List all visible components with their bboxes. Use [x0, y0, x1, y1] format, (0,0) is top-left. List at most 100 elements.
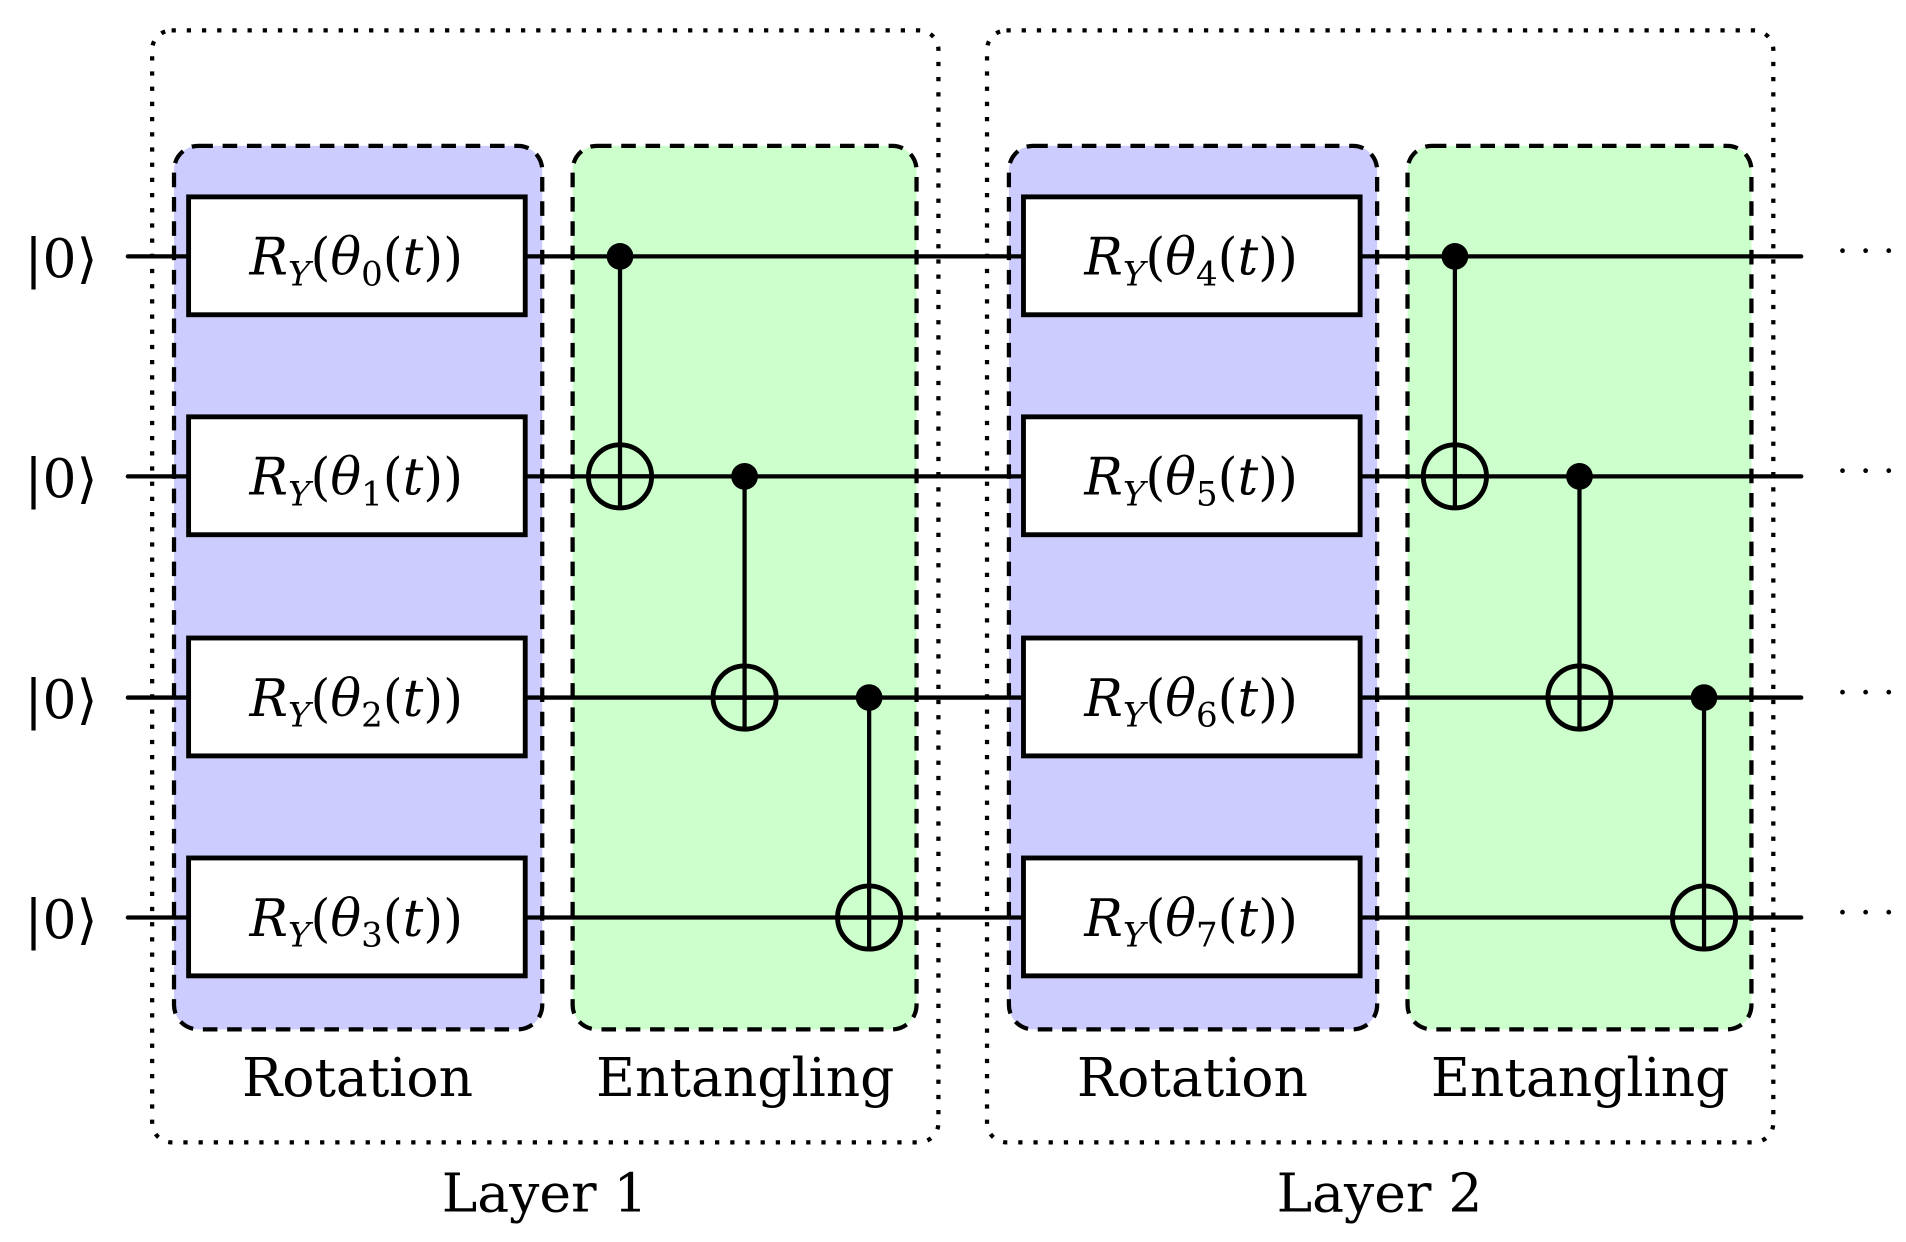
gate-paren: (: [383, 229, 403, 288]
gate-sub: Y: [1123, 916, 1149, 956]
control-dot: [1690, 684, 1718, 711]
cnot-gate: [1545, 463, 1614, 732]
gate-param: θ: [1165, 229, 1196, 288]
ry-gate: RY(θ0(t)): [186, 194, 528, 318]
ry-gate: RY(θ3(t)): [186, 855, 528, 979]
ry-gate: RY(θ5(t)): [1021, 414, 1363, 538]
gate-paren: (: [1218, 670, 1238, 729]
ry-gate: RY(θ6(t)): [1021, 635, 1363, 759]
gate-paren: (: [310, 890, 330, 949]
gate-arg: t: [1238, 229, 1259, 288]
gate-arg: t: [403, 449, 424, 508]
continuation-dots: · · ·: [1837, 450, 1895, 493]
gate-arg: t: [1238, 890, 1259, 949]
gate-index: 2: [361, 696, 383, 736]
gate-paren: (: [1145, 670, 1165, 729]
continuation-dots: · · ·: [1837, 671, 1895, 714]
cnot-gate: [1420, 243, 1489, 511]
continuation-dots: · · ·: [1837, 230, 1895, 273]
gate-arg: t: [403, 229, 424, 288]
gate-paren: (: [383, 449, 403, 508]
cnot-gate: [585, 243, 655, 511]
gate-label: RY(θ1(t)): [249, 449, 463, 515]
gate-param: θ: [1165, 890, 1196, 949]
ry-gate: RY(θ2(t)): [186, 635, 528, 759]
ry-gate: RY(θ7(t)): [1021, 855, 1363, 979]
layer-label: Layer 2: [1277, 1162, 1483, 1225]
gate-paren: (: [310, 229, 330, 288]
gate-label: RY(θ7(t)): [1083, 890, 1297, 956]
gate-paren: (: [310, 449, 330, 508]
gate-param: θ: [330, 890, 361, 949]
entangling-label: Entangling: [596, 1046, 894, 1109]
rotation-label: Rotation: [1077, 1046, 1308, 1109]
gate-paren: (: [1145, 890, 1165, 949]
gate-box: [186, 635, 528, 759]
gate-arg: t: [403, 670, 424, 729]
gate-index: 1: [361, 475, 383, 515]
gate-paren: (: [1145, 449, 1165, 508]
gate-label: RY(θ3(t)): [249, 890, 463, 956]
gate-paren: (: [383, 890, 403, 949]
gate-index: 5: [1196, 475, 1218, 515]
gate-index: 4: [1196, 255, 1218, 295]
rotation-label: Rotation: [242, 1046, 473, 1109]
gate-op: R: [249, 449, 288, 508]
control-dot: [606, 243, 634, 270]
ry-gate: RY(θ4(t)): [1021, 194, 1363, 318]
control-dot: [1566, 463, 1593, 490]
gate-param: θ: [330, 229, 361, 288]
gate-paren: (: [383, 670, 403, 729]
ket-label: |0⟩: [25, 447, 98, 510]
gate-op: R: [249, 229, 288, 288]
gate-arg: t: [1238, 449, 1259, 508]
gate-paren: )): [1258, 229, 1298, 288]
gate-op: R: [1083, 670, 1122, 729]
gate-paren: )): [1258, 890, 1298, 949]
gate-op: R: [249, 670, 288, 729]
cnot-gate: [710, 463, 779, 732]
gate-box: [186, 855, 528, 979]
rotation-block: [1006, 143, 1380, 1032]
gate-sub: Y: [288, 255, 314, 295]
gate-index: 0: [361, 255, 383, 295]
cnot-gate: [1670, 684, 1739, 952]
control-dot: [855, 684, 883, 711]
gate-param: θ: [330, 670, 361, 729]
gate-sub: Y: [1123, 696, 1149, 736]
continuation-dots: · · ·: [1837, 891, 1895, 934]
gate-sub: Y: [1123, 475, 1149, 515]
gate-label: RY(θ0(t)): [249, 229, 463, 295]
ket-label: |0⟩: [25, 668, 98, 731]
gate-label: RY(θ2(t)): [249, 670, 463, 736]
gate-paren: (: [1218, 229, 1238, 288]
gate-paren: (: [310, 670, 330, 729]
gate-box: [1021, 414, 1363, 538]
gate-sub: Y: [288, 916, 314, 956]
gate-op: R: [249, 890, 288, 949]
gate-sub: Y: [288, 475, 314, 515]
gate-paren: )): [423, 229, 463, 288]
gate-paren: )): [1258, 449, 1298, 508]
gate-box: [1021, 635, 1363, 759]
gate-arg: t: [403, 890, 424, 949]
gate-paren: (: [1218, 449, 1238, 508]
gate-box: [186, 414, 528, 538]
gate-param: θ: [1165, 449, 1196, 508]
gate-sub: Y: [1123, 255, 1149, 295]
gate-paren: )): [1258, 670, 1298, 729]
gate-box: [186, 194, 528, 318]
gate-param: θ: [330, 449, 361, 508]
gate-op: R: [1083, 449, 1122, 508]
control-dot: [1441, 243, 1469, 270]
rotation-block: [171, 143, 545, 1032]
gate-paren: )): [423, 449, 463, 508]
gate-arg: t: [1238, 670, 1259, 729]
ket-label: |0⟩: [25, 227, 98, 290]
gate-box: [1021, 855, 1363, 979]
gate-index: 7: [1196, 916, 1218, 956]
control-dot: [731, 463, 758, 490]
ry-gate: RY(θ1(t)): [186, 414, 528, 538]
gate-label: RY(θ5(t)): [1083, 449, 1297, 515]
